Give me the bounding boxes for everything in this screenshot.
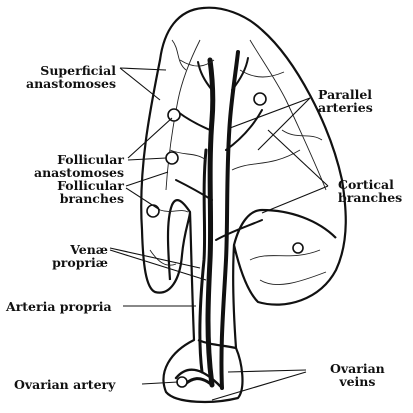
hilum-fold	[198, 340, 236, 348]
label-follicular-branches: Follicular branches	[4, 179, 124, 205]
label-line: arteries	[318, 101, 373, 114]
label-superficial-anastomoses: Superficial anastomoses	[8, 64, 116, 90]
follicle	[254, 93, 266, 105]
follicle	[293, 243, 303, 253]
label-venae-propriae: Venæ propriæ	[24, 243, 108, 269]
follicle	[166, 152, 178, 164]
label-parallel-arteries: Parallel arteries	[318, 88, 373, 114]
label-line: branches	[338, 191, 402, 204]
label-line: anastomoses	[8, 77, 116, 90]
label-follicular-anastomoses: Follicular anastomoses	[4, 153, 124, 179]
label-arteria-propria: Arteria propria	[6, 300, 112, 313]
follicle	[168, 109, 180, 121]
right-lobe-inner-edge	[234, 210, 336, 245]
label-line: veins	[330, 375, 385, 388]
label-ovarian-veins: Ovarian veins	[330, 362, 385, 388]
label-line: branches	[4, 192, 124, 205]
follicle	[177, 377, 187, 387]
label-ovarian-artery: Ovarian artery	[14, 378, 115, 391]
label-line: propriæ	[24, 256, 108, 269]
label-cortical-branches: Cortical branches	[338, 178, 402, 204]
follicle	[147, 205, 159, 217]
